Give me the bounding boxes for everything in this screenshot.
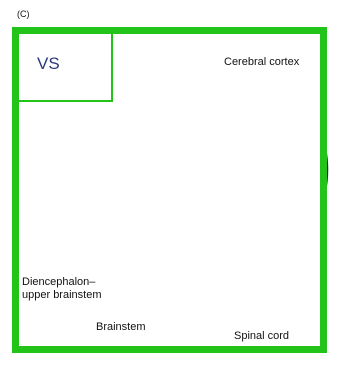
vs-overlay-box: VS — [19, 34, 113, 102]
vs-overlay-label: VS — [37, 54, 60, 74]
figure-frame: VS — [12, 27, 327, 353]
label-brainstem: Brainstem — [96, 321, 146, 334]
label-cerebral-cortex: Cerebral cortex — [224, 56, 299, 69]
label-spinal-cord: Spinal cord — [234, 330, 289, 343]
label-diencephalon-line1: Diencephalon– — [22, 276, 95, 289]
label-diencephalon-line2: upper brainstem — [22, 289, 102, 302]
